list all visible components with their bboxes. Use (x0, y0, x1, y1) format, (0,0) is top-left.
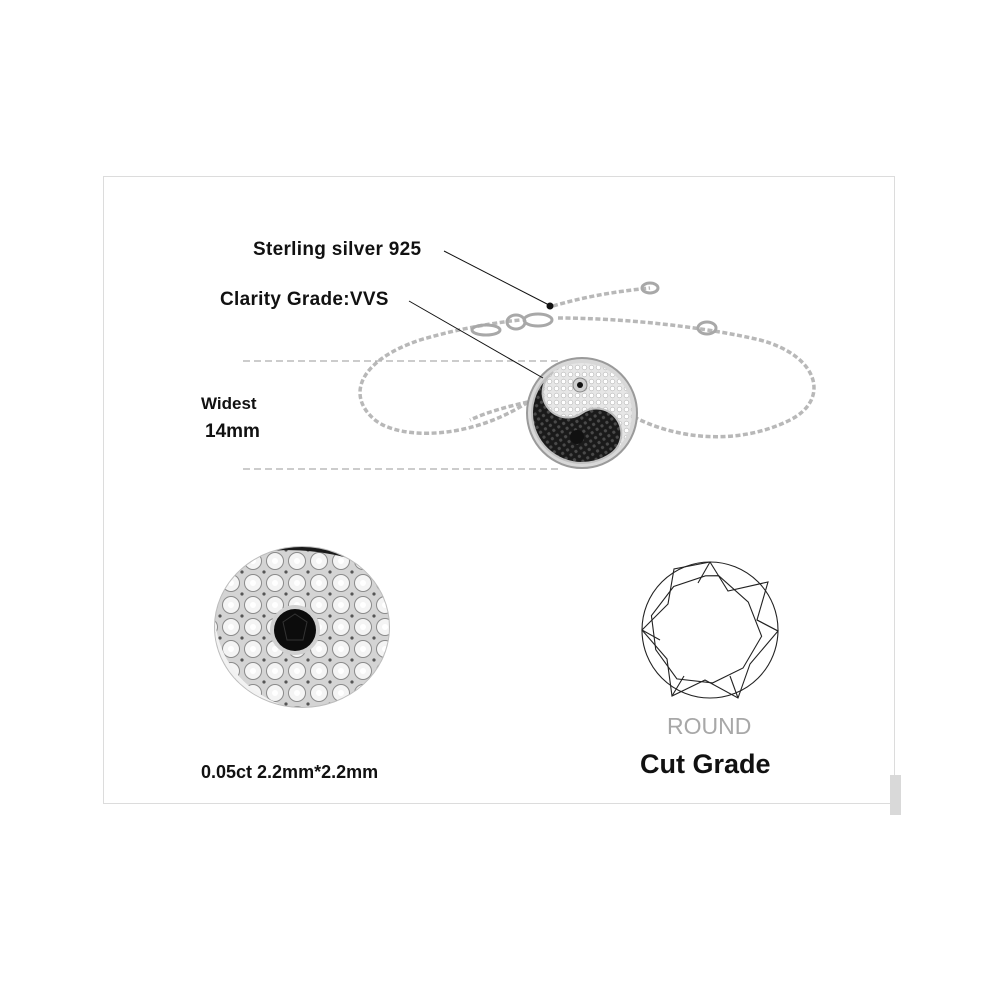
cut-grade-title: Cut Grade (640, 749, 771, 779)
bracelet-chain (358, 286, 816, 439)
measurement-lines (243, 360, 560, 470)
yin-yang-pendant (526, 357, 638, 469)
stone-spec: 0.05ct 2.2mm*2.2mm (201, 762, 379, 782)
cut-shape-label: ROUND (667, 713, 752, 739)
leader-lines (408, 250, 550, 379)
stone-closeup (214, 546, 390, 708)
width-title: Widest (201, 394, 257, 413)
product-info-frame (103, 176, 895, 804)
bracelet-clasp (470, 281, 718, 337)
clarity-label: Clarity Grade:VVS (220, 289, 389, 310)
black-bead (546, 302, 554, 310)
material-label: Sterling silver 925 (253, 239, 422, 260)
scrollbar-thumb[interactable] (890, 775, 901, 815)
round-cut-diagram-icon (641, 561, 779, 699)
width-value: 14mm (205, 421, 260, 442)
